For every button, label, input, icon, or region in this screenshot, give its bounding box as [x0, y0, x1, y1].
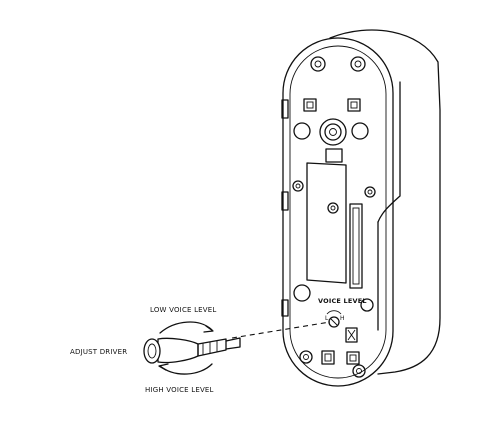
left-edge-tabs	[281, 99, 289, 317]
adjust-driver-tool	[143, 337, 241, 364]
top-mounting-bosses	[310, 56, 366, 72]
high-voice-level-label: HIGH VOICE LEVEL	[145, 386, 214, 394]
housing-side-shell	[329, 29, 441, 375]
middle-screw-holes	[292, 180, 376, 214]
lens-housing-plate	[325, 148, 343, 163]
upper-side-pegs	[293, 122, 369, 140]
housing-side-inner-edge	[377, 81, 401, 223]
driver-guide-dashed-line	[231, 321, 331, 339]
compliance-badge	[345, 327, 358, 343]
voice-level-adjuster	[326, 310, 342, 328]
upper-latch-tabs	[303, 98, 361, 112]
low-mark-label: L	[325, 315, 329, 322]
back-plate-outline	[282, 37, 394, 387]
rotation-arrow-high	[158, 363, 213, 375]
voice-level-label: VOICE LEVEL	[318, 297, 367, 305]
bottom-mounting-bosses	[299, 350, 366, 378]
low-voice-level-label: LOW VOICE LEVEL	[150, 306, 217, 314]
rotation-arrow-low	[159, 321, 214, 334]
side-label-slot	[349, 203, 363, 289]
center-lens-boss	[319, 118, 347, 146]
high-mark-label: H	[340, 315, 345, 322]
lower-side-pegs	[293, 284, 374, 312]
bottom-latch-tabs	[321, 350, 360, 365]
adjust-driver-label: ADJUST DRIVER	[70, 348, 127, 356]
recessed-center-panel	[306, 162, 347, 284]
back-plate-inner-rim	[289, 45, 387, 379]
side-label-slot-inner	[352, 207, 360, 285]
